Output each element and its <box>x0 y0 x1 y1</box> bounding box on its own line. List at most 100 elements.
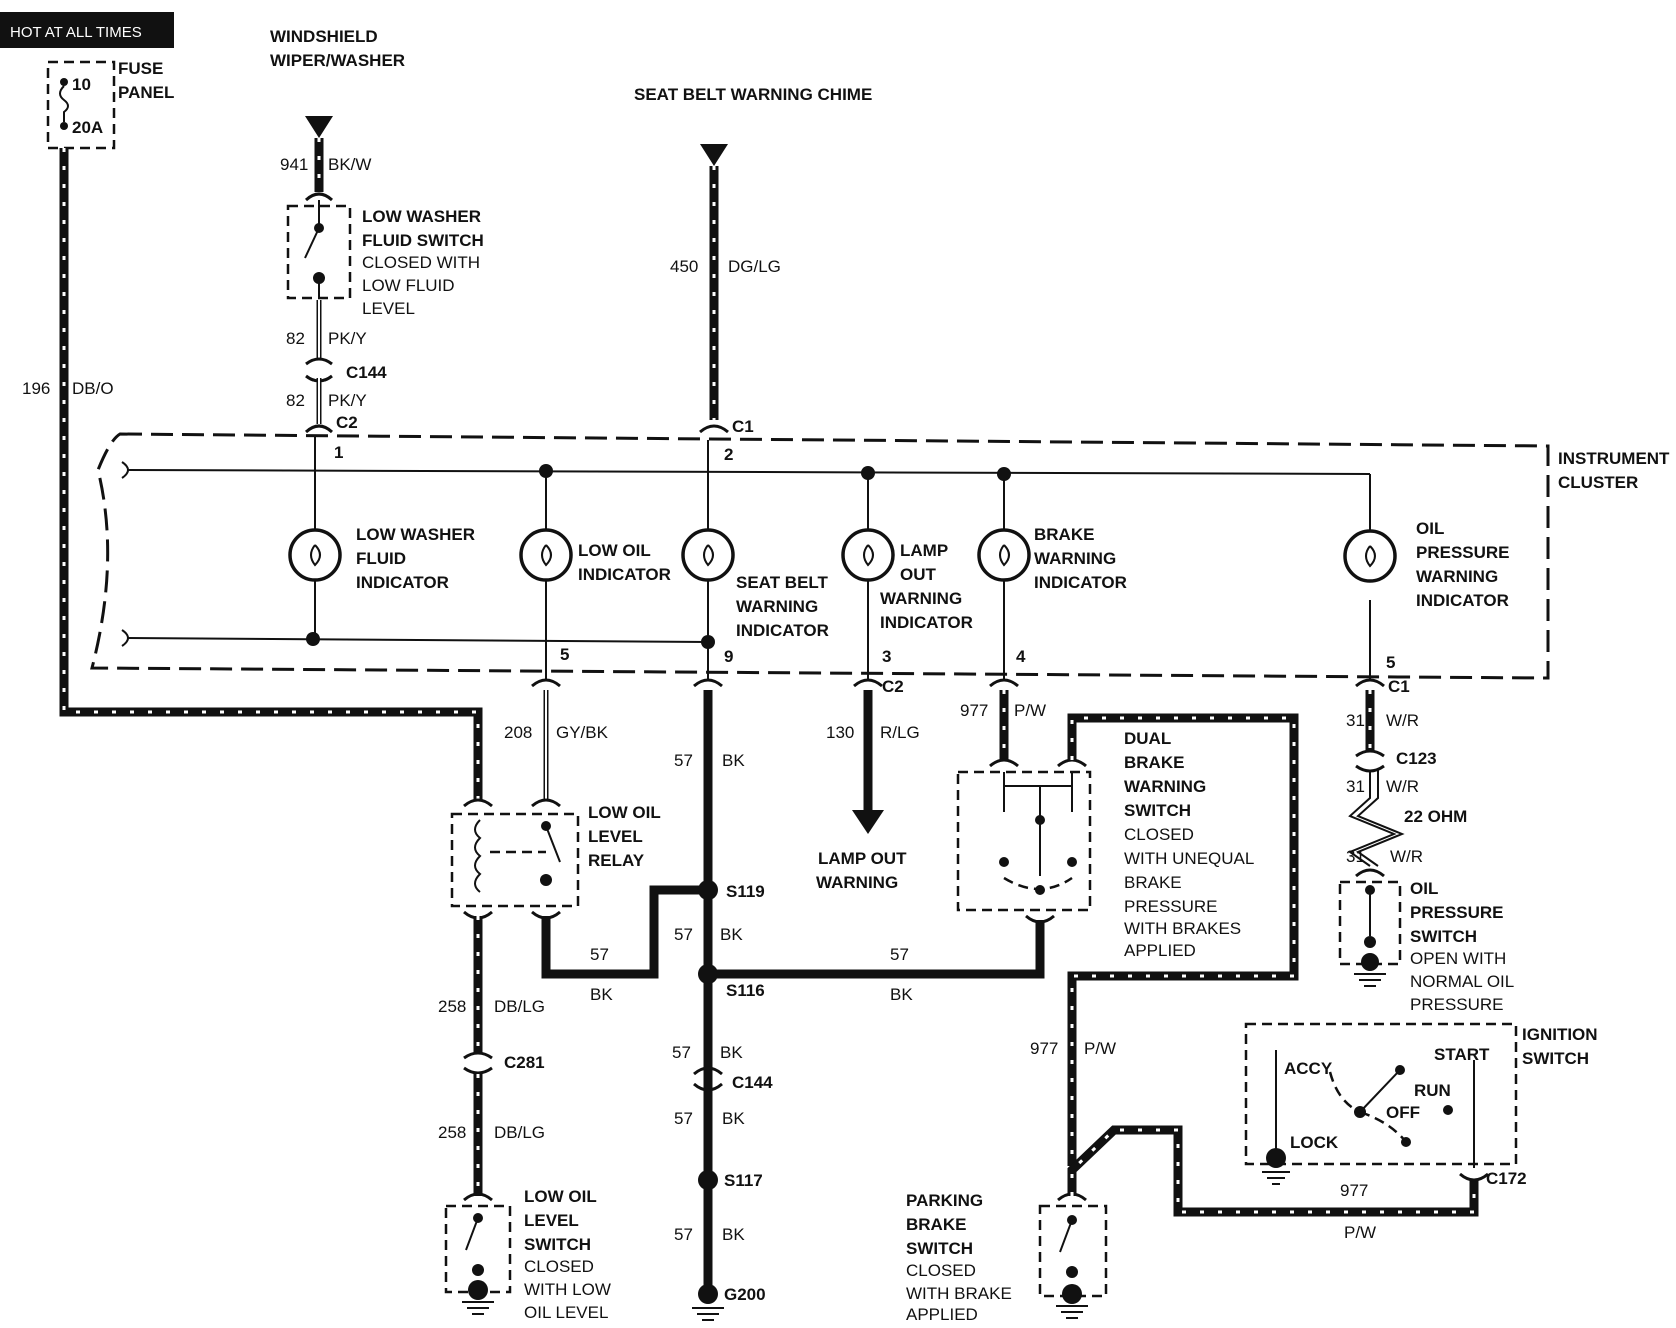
seatbelt-ind-2: WARNING <box>736 597 818 616</box>
ign-start: START <box>1434 1045 1490 1064</box>
brake-ind-2: WARNING <box>1034 549 1116 568</box>
pin-4: 4 <box>1016 647 1026 666</box>
brake-ind-1: BRAKE <box>1034 525 1094 544</box>
connector-c1-bottom: C1 <box>1388 677 1410 696</box>
park-desc-1: CLOSED <box>906 1261 976 1280</box>
ground-g200 <box>698 1284 718 1304</box>
wire-82: 82 PK/Y C144 82 PK/Y C2 <box>286 300 387 434</box>
ground-g200-label: G200 <box>724 1285 766 1304</box>
washer-ind-2: FLUID <box>356 549 406 568</box>
ignition-switch: C172 ACCY START RUN OFF LOCK IGNITION SW… <box>1244 1022 1598 1188</box>
splice-s119 <box>698 880 718 900</box>
oilpress-ind-1: OIL <box>1416 519 1444 538</box>
lamp-out-wire-130: 130 R/LG LAMP OUT WARNING <box>816 690 920 892</box>
bulb-icon <box>1343 529 1397 583</box>
connector-c123: C123 <box>1396 749 1437 768</box>
connector-c2-top: C2 <box>336 413 358 432</box>
washer-ind-3: INDICATOR <box>356 573 449 592</box>
oil-ind-2: INDICATOR <box>578 565 671 584</box>
wire-57a-num: 57 <box>674 751 693 770</box>
low-oil-level-relay: LOW OIL LEVEL RELAY <box>450 798 661 920</box>
ign-accy: ACCY <box>1284 1059 1333 1078</box>
connector-c281: C281 <box>504 1053 545 1072</box>
source-arrow-icon <box>305 116 333 138</box>
wire-57b-num: 57 <box>590 945 609 964</box>
wire-977-loop: 977 P/W <box>1030 713 1299 1166</box>
cluster-bottom-connectors: C2 C1 <box>531 677 1410 696</box>
splice-s116-label: S116 <box>726 981 765 1000</box>
brake-ind-3: INDICATOR <box>1034 573 1127 592</box>
low-oil-level-switch: LOW OIL LEVEL SWITCH CLOSED WITH LOW OIL… <box>444 1187 611 1322</box>
connector-c1-top: C1 <box>732 417 754 436</box>
parking-brake-switch: PARKING BRAKE SWITCH CLOSED WITH BRAKE A… <box>906 1191 1108 1324</box>
wire-130-color: R/LG <box>880 723 920 742</box>
wire-977b-color: P/W <box>1084 1039 1116 1058</box>
ign-title-1: IGNITION <box>1522 1025 1598 1044</box>
brake-warning-indicator: BRAKE WARNING INDICATOR 4 <box>977 474 1127 680</box>
wire-57d-num: 57 <box>672 1043 691 1062</box>
wire-57e-num: 57 <box>674 1109 693 1128</box>
wire-57d-color: BK <box>720 1043 743 1062</box>
wire-258a-color: DB/LG <box>494 997 545 1016</box>
oilpress-switch-title-3: SWITCH <box>1410 927 1477 946</box>
wiper-label-2: WIPER/WASHER <box>270 51 405 70</box>
oil-level-title-3: SWITCH <box>524 1235 591 1254</box>
oilpress-switch-title-2: PRESSURE <box>1410 903 1504 922</box>
lampout-ind-3: WARNING <box>880 589 962 608</box>
wire-977b-num: 977 <box>1030 1039 1058 1058</box>
washer-switch-title-1: LOW WASHER <box>362 207 481 226</box>
dual-brake-desc-1: CLOSED <box>1124 825 1194 844</box>
fuse-panel-label-1: FUSE <box>118 59 163 78</box>
wire-196: 196 DB/O <box>22 148 483 800</box>
splice-s117-label: S117 <box>724 1171 763 1190</box>
pin-5b: 5 <box>1386 653 1395 672</box>
fuse-panel-label-2: PANEL <box>118 83 174 102</box>
wire-31c-num: 31 <box>1346 847 1365 866</box>
wire-57e-color: BK <box>722 1109 745 1128</box>
wire-196-num: 196 <box>22 379 50 398</box>
relay-title-1: LOW OIL <box>588 803 661 822</box>
ign-lock: LOCK <box>1290 1133 1339 1152</box>
splice-s119-label: S119 <box>726 882 765 901</box>
seatbelt-ind-3: INDICATOR <box>736 621 829 640</box>
wire-196-color: DB/O <box>72 379 114 398</box>
wire-57c-color: BK <box>720 925 743 944</box>
wire-977c-num: 977 <box>1340 1181 1368 1200</box>
resistor-icon <box>1347 770 1397 867</box>
coil-icon <box>474 819 482 893</box>
pin-1: 1 <box>334 443 343 462</box>
dual-brake-title-1: DUAL <box>1124 729 1171 748</box>
wire-258: 258 DB/LG C281 258 DB/LG <box>438 916 545 1196</box>
oilpress-switch-title-1: OIL <box>1410 879 1438 898</box>
ground-icon <box>692 1307 724 1321</box>
lampout-ind-4: INDICATOR <box>880 613 973 632</box>
oilpress-switch-desc-2: NORMAL OIL <box>1410 972 1514 991</box>
relay-title-2: LEVEL <box>588 827 643 846</box>
instrument-cluster: INSTRUMENT CLUSTER <box>90 432 1670 680</box>
pin-3: 3 <box>882 647 891 666</box>
bulb-icon <box>841 528 895 582</box>
source-arrow-icon <box>700 144 728 166</box>
ground-icon <box>462 1301 494 1315</box>
wire-258a-num: 258 <box>438 997 466 1016</box>
wire-57g-color: BK <box>890 985 913 1004</box>
seatbelt-ind-1: SEAT BELT <box>736 573 829 592</box>
park-title-2: BRAKE <box>906 1215 966 1234</box>
bulb-icon <box>288 528 342 582</box>
wire-977-ignition: 977 P/W <box>1067 1125 1479 1242</box>
oil-pressure-warning-indicator: OIL PRESSURE WARNING INDICATOR 5 <box>1343 519 1510 680</box>
wire-31a-num: 31 <box>1346 711 1365 730</box>
fuse-rating: 20A <box>72 118 103 137</box>
connector-c2-bottom: C2 <box>882 677 904 696</box>
dual-brake-desc-4: PRESSURE <box>1124 897 1218 916</box>
wire-57f-num: 57 <box>674 1225 693 1244</box>
washer-switch-desc-2: LOW FLUID <box>362 276 455 295</box>
dual-brake-desc-6: APPLIED <box>1124 941 1196 960</box>
wire-57g-num: 57 <box>890 945 909 964</box>
oilpress-switch-desc-1: OPEN WITH <box>1410 949 1506 968</box>
banner-text: HOT AT ALL TIMES <box>10 24 142 41</box>
wire-941-color: BK/W <box>328 155 371 174</box>
wire-450-color: DG/LG <box>728 257 781 276</box>
lampout-ind-1: LAMP <box>900 541 948 560</box>
